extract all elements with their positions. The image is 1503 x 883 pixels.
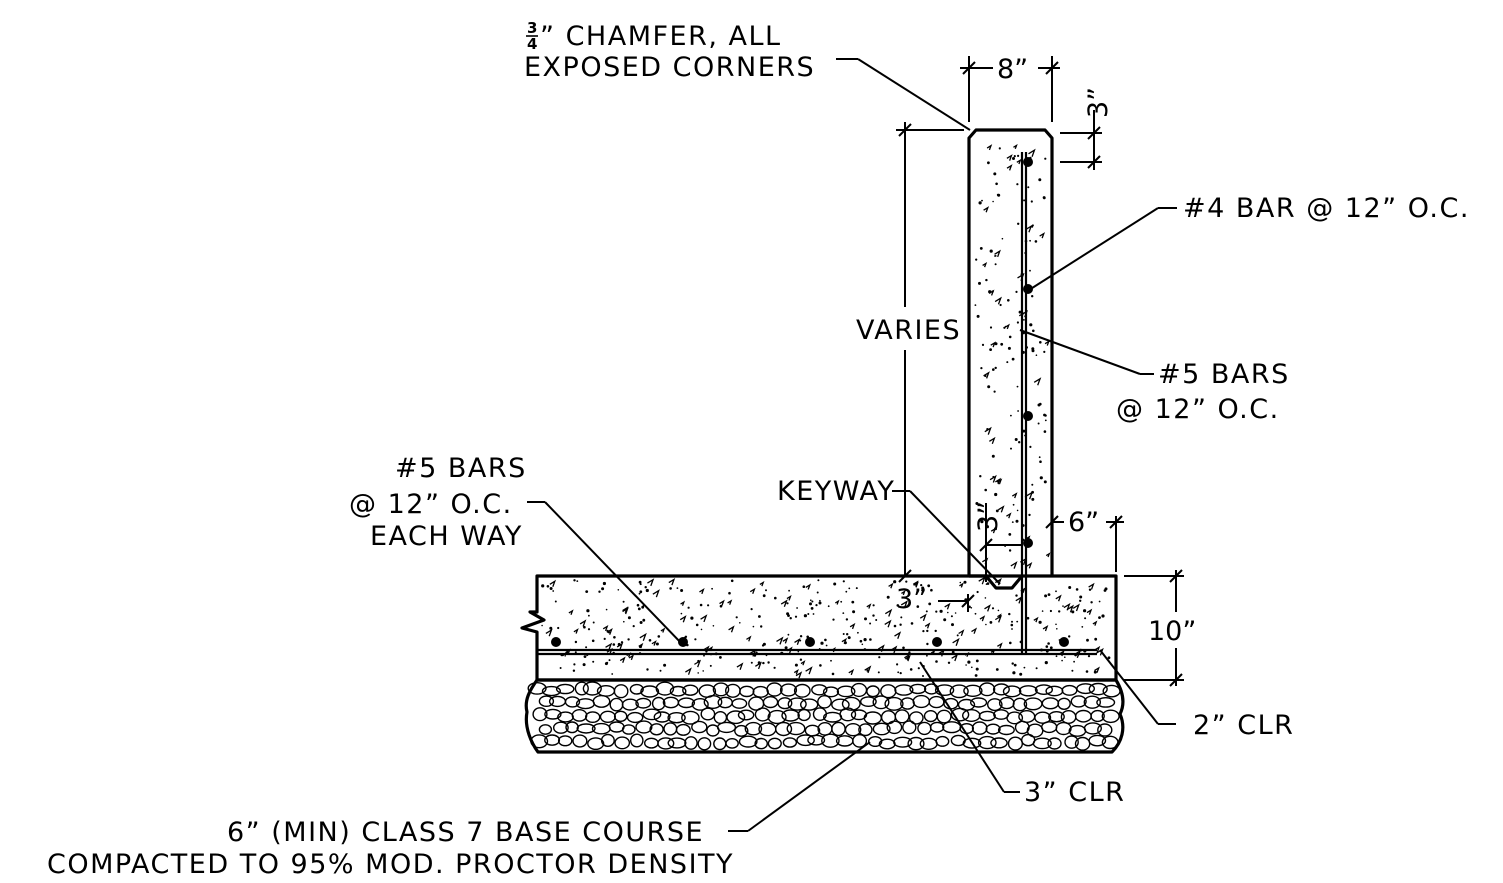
base-course-label-line2: COMPACTED TO 95% MOD. PROCTOR DENSITY bbox=[47, 849, 734, 880]
bar4-label: #4 BAR @ 12” O.C. bbox=[1183, 193, 1470, 224]
chamfer-fraction-denominator: 4 bbox=[527, 35, 537, 53]
wall-width-dimension: 8” bbox=[997, 54, 1028, 85]
rebar-dot bbox=[932, 637, 942, 647]
keyway-width-dimension: 3” bbox=[896, 584, 927, 615]
rebar-dot bbox=[805, 637, 815, 647]
slab-bar5-label-line2: @ 12” O.C. bbox=[349, 489, 513, 520]
slab-thickness-dimension: 10” bbox=[1148, 616, 1196, 647]
chamfer-label-line1: ” CHAMFER, ALL bbox=[540, 21, 782, 52]
rebar-dots bbox=[551, 157, 1069, 647]
wall-bar5-label-line2: @ 12” O.C. bbox=[1116, 394, 1280, 425]
chamfer-label-line2: EXPOSED CORNERS bbox=[524, 52, 815, 83]
gravel-base-course bbox=[527, 681, 1121, 751]
slab-bar5-label-line1: #5 BARS bbox=[395, 453, 527, 484]
rebar-dot bbox=[1023, 411, 1033, 421]
wall-bar5-label-line1: #5 BARS bbox=[1158, 359, 1290, 390]
varies-label: VARIES bbox=[856, 315, 961, 346]
gravel-outline bbox=[524, 678, 1125, 754]
keyway-notch bbox=[969, 574, 1024, 590]
labels: 3 4 ” CHAMFER, ALL EXPOSED CORNERS 8” 3”… bbox=[47, 19, 1470, 880]
chamfer-fraction-numerator: 3 bbox=[527, 19, 537, 37]
dimension-lines bbox=[527, 56, 1184, 832]
clear-3-label: 3” CLR bbox=[1024, 777, 1125, 808]
rebar-dot bbox=[1023, 538, 1033, 548]
top-clear-dimension: 3” bbox=[1083, 87, 1114, 118]
base-course-label-line1: 6” (MIN) CLASS 7 BASE COURSE bbox=[227, 817, 704, 848]
rebar-dot bbox=[678, 637, 688, 647]
wall-stem bbox=[967, 128, 1054, 576]
toe-dimension: 6” bbox=[1068, 507, 1099, 538]
keyway-label: KEYWAY bbox=[777, 476, 895, 507]
rebar-dot bbox=[1059, 637, 1069, 647]
footing-slab bbox=[520, 574, 1118, 682]
keyway-depth-dimension: 3” bbox=[973, 501, 1004, 532]
rebar-dot bbox=[1023, 157, 1033, 167]
clear-2-label: 2” CLR bbox=[1193, 710, 1294, 741]
rebar-dot bbox=[1023, 284, 1033, 294]
rebar-dot bbox=[551, 637, 561, 647]
slab-bar5-label-line3: EACH WAY bbox=[370, 521, 523, 552]
